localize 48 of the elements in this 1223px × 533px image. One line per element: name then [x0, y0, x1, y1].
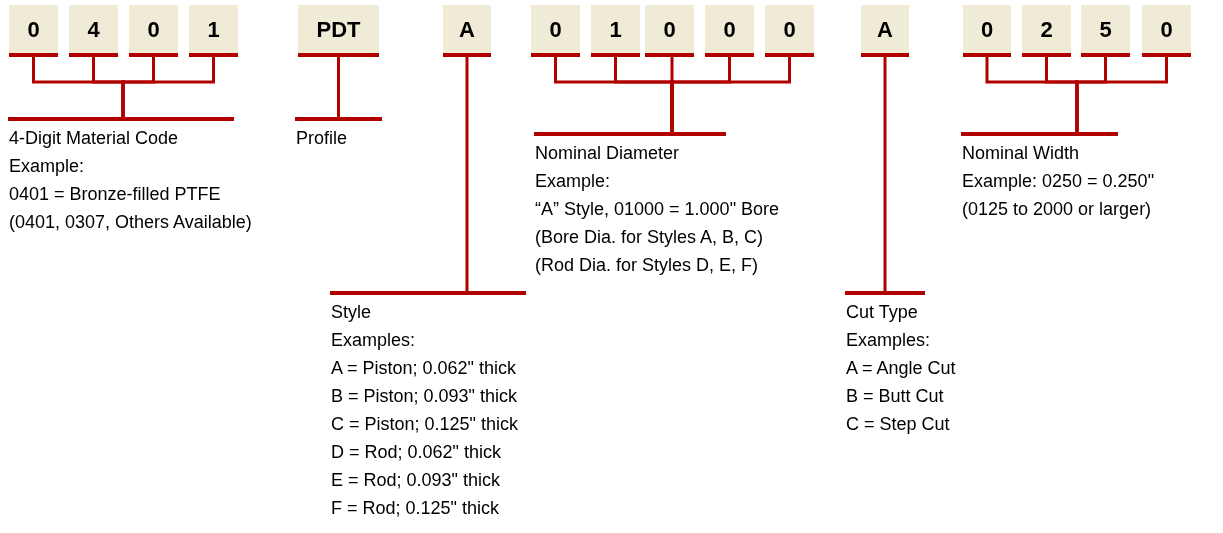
- field-description: Example: 0250 = 0.250": [962, 170, 1155, 193]
- field-description: Examples:: [331, 329, 416, 352]
- code-character-box: PDT: [298, 5, 379, 57]
- bracket-connector: [121, 57, 215, 117]
- field-description: (0125 to 2000 or larger): [962, 198, 1152, 221]
- field-description: D = Rod; 0.062" thick: [331, 441, 501, 464]
- code-character-box: 4: [69, 5, 118, 57]
- code-character-box: 0: [9, 5, 58, 57]
- code-character-box: 0: [705, 5, 754, 57]
- code-character-box: A: [443, 5, 491, 57]
- field-description: Example:: [9, 155, 85, 178]
- field-description: C = Step Cut: [846, 413, 950, 436]
- field-name: Style: [331, 301, 372, 324]
- bracket-connector: [1075, 57, 1168, 132]
- field-description: C = Piston; 0.125" thick: [331, 413, 518, 436]
- code-character-box: 1: [189, 5, 238, 57]
- field-description: B = Butt Cut: [846, 385, 944, 408]
- code-character-box: 0: [645, 5, 694, 57]
- bracket-connector: [883, 57, 887, 291]
- field-name: Profile: [296, 127, 348, 150]
- field-description: (Bore Dia. for Styles A, B, C): [535, 226, 764, 249]
- code-character-box: 0: [963, 5, 1011, 57]
- field-description: (Rod Dia. for Styles D, E, F): [535, 254, 759, 277]
- field-description: Examples:: [846, 329, 931, 352]
- bracket-connector: [337, 57, 340, 117]
- code-character-box: 1: [591, 5, 640, 57]
- field-description: F = Rod; 0.125" thick: [331, 497, 499, 520]
- bracket-connector: [670, 57, 791, 132]
- field-description: B = Piston; 0.093" thick: [331, 385, 517, 408]
- bracket-connector: [465, 57, 469, 291]
- code-character-box: 0: [1142, 5, 1191, 57]
- field-name: 4-Digit Material Code: [9, 127, 179, 150]
- code-character-box: A: [861, 5, 909, 57]
- code-character-box: 5: [1081, 5, 1130, 57]
- code-character-box: 0: [129, 5, 178, 57]
- field-description: Example:: [535, 170, 611, 193]
- code-character-box: 2: [1022, 5, 1071, 57]
- field-name: Nominal Width: [962, 142, 1080, 165]
- code-character-box: 0: [531, 5, 580, 57]
- field-description: (0401, 0307, Others Available): [9, 211, 252, 234]
- code-character-box: 0: [765, 5, 814, 57]
- field-description: 0401 = Bronze-filled PTFE: [9, 183, 221, 206]
- field-description: “A” Style, 01000 = 1.000" Bore: [535, 198, 780, 221]
- field-name: Cut Type: [846, 301, 918, 324]
- field-name: Nominal Diameter: [535, 142, 680, 165]
- field-description: A = Angle Cut: [846, 357, 956, 380]
- field-description: A = Piston; 0.062" thick: [331, 357, 516, 380]
- field-description: E = Rod; 0.093" thick: [331, 469, 500, 492]
